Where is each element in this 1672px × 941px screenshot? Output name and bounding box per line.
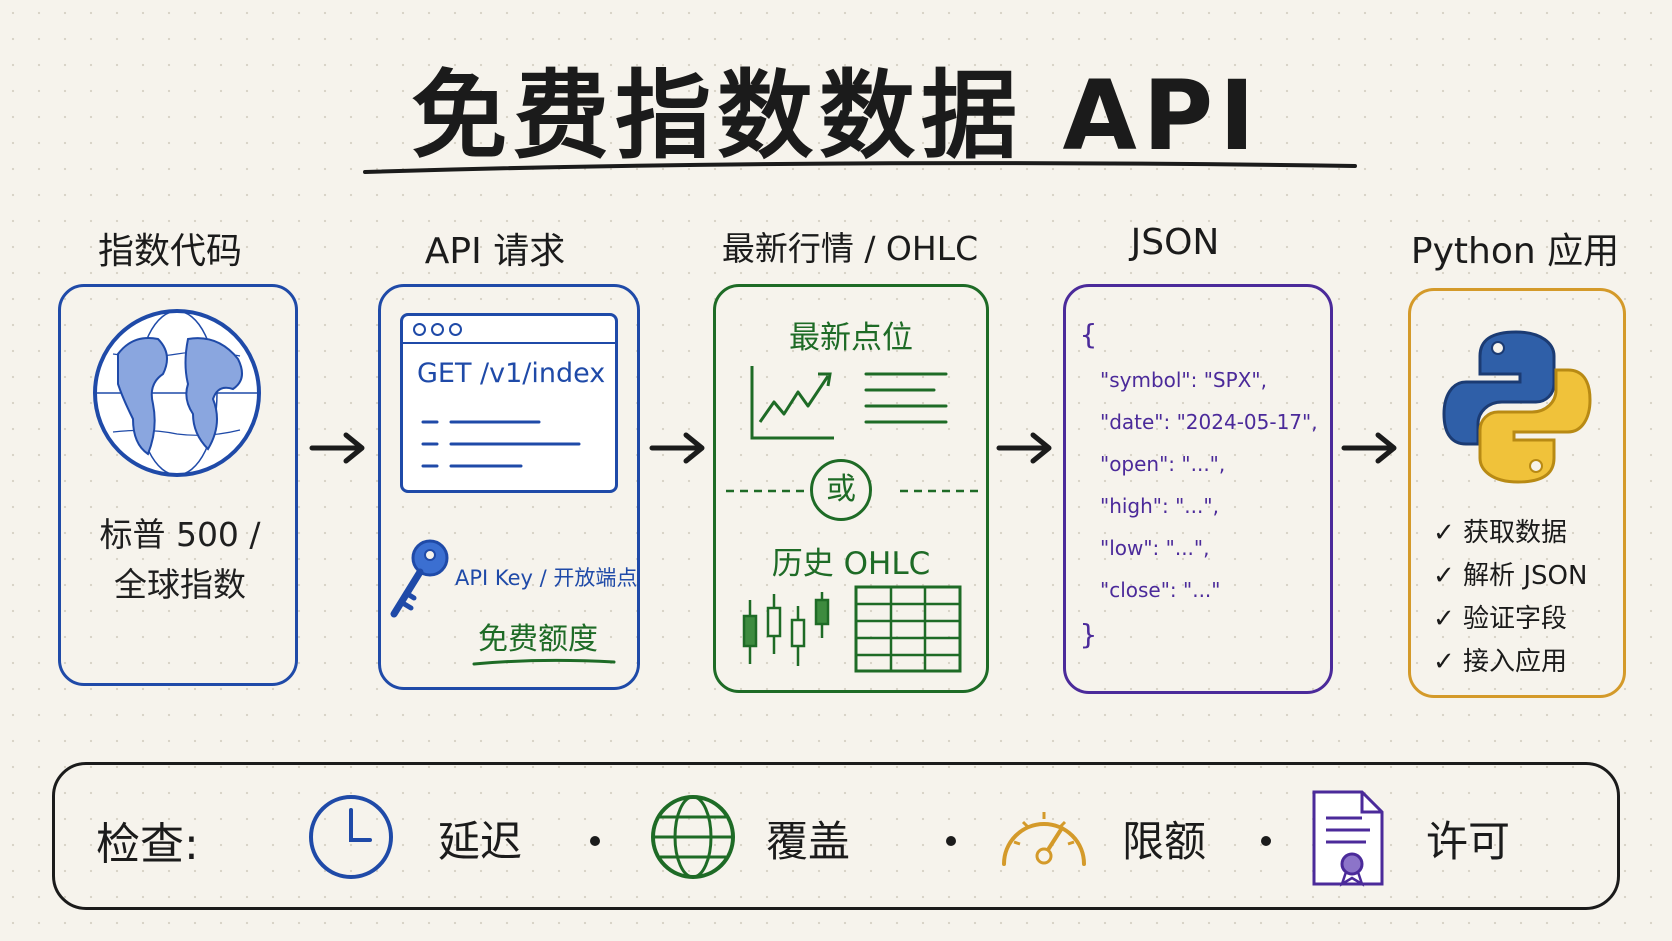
latest-label: 最新点位 xyxy=(789,320,913,356)
card-python-app xyxy=(1408,288,1626,698)
index-text: 标普 500 / 全球指数 xyxy=(80,510,280,610)
gauge-icon xyxy=(1002,812,1086,866)
arrow-right-icon xyxy=(996,432,1052,464)
window-dot-icon xyxy=(431,323,444,336)
json-line-date: "date": "2024-05-17", xyxy=(1100,410,1318,434)
check-item-coverage: 覆盖 xyxy=(766,817,851,866)
check-item-latency: 延迟 xyxy=(438,817,523,866)
check-item-license: 许可 xyxy=(1426,817,1511,866)
api-key-label: API Key / 开放端点 xyxy=(455,566,638,590)
check-validate-fields: ✓ 验证字段 xyxy=(1433,604,1568,634)
json-line-symbol: "symbol": "SPX", xyxy=(1100,368,1267,392)
label-python-app: Python 应用 xyxy=(1410,231,1620,272)
card-api-request xyxy=(378,284,640,690)
label-json: JSON xyxy=(1130,222,1220,263)
line-chart-icon xyxy=(750,366,834,440)
label-index-code: 指数代码 xyxy=(97,231,242,272)
check-parse-json: ✓ 解析 JSON xyxy=(1433,561,1588,591)
window-dot-icon xyxy=(449,323,462,336)
text-lines-icon xyxy=(421,420,581,468)
window-dot-icon xyxy=(413,323,426,336)
card-index-code xyxy=(58,284,298,686)
or-badge: 或 xyxy=(810,459,872,521)
arrow-right-icon xyxy=(309,432,365,464)
browser-titlebar xyxy=(403,316,615,344)
arrow-right-icon xyxy=(649,432,705,464)
quota-underline xyxy=(472,658,616,666)
checks-label: 检查: xyxy=(96,819,199,870)
json-line-high: "high": "...", xyxy=(1100,494,1219,518)
label-latest-ohlc: 最新行情 / OHLC xyxy=(721,229,979,268)
globe-icon xyxy=(93,309,261,477)
table-grid-icon xyxy=(854,585,962,673)
history-label: 历史 OHLC xyxy=(771,546,931,582)
separator-dot xyxy=(1261,836,1271,846)
separator-dot xyxy=(946,836,956,846)
request-line: GET /v1/index xyxy=(417,358,606,389)
check-integrate-app: ✓ 接入应用 xyxy=(1433,647,1568,677)
globe-icon xyxy=(651,795,735,879)
json-close-brace: } xyxy=(1080,618,1097,651)
check-item-quota: 限额 xyxy=(1122,817,1207,866)
index-text-line2: 全球指数 xyxy=(114,565,246,604)
list-lines-icon xyxy=(864,372,948,424)
label-api-request: API 请求 xyxy=(424,231,566,272)
check-fetch-data: ✓ 获取数据 xyxy=(1433,518,1568,548)
browser-window: GET /v1/index xyxy=(400,313,618,493)
separator-dot xyxy=(590,836,600,846)
index-text-line1: 标普 500 / xyxy=(99,515,261,554)
page-title: 免费指数数据 API xyxy=(411,60,1261,172)
checks-bar xyxy=(52,762,1620,910)
free-quota-label: 免费额度 xyxy=(478,622,598,657)
card-json xyxy=(1063,284,1333,694)
clock-icon xyxy=(309,795,393,879)
python-logo-icon xyxy=(1442,330,1592,484)
license-icon xyxy=(1312,790,1384,887)
key-icon xyxy=(390,539,449,618)
candlestick-icon xyxy=(742,592,830,666)
json-line-low: "low": "...", xyxy=(1100,536,1210,560)
json-line-open: "open": "...", xyxy=(1100,452,1226,476)
arrow-right-icon xyxy=(1341,432,1397,464)
json-open-brace: { xyxy=(1080,318,1097,351)
json-line-close: "close": "..." xyxy=(1100,578,1221,602)
card-latest-ohlc xyxy=(713,284,989,693)
